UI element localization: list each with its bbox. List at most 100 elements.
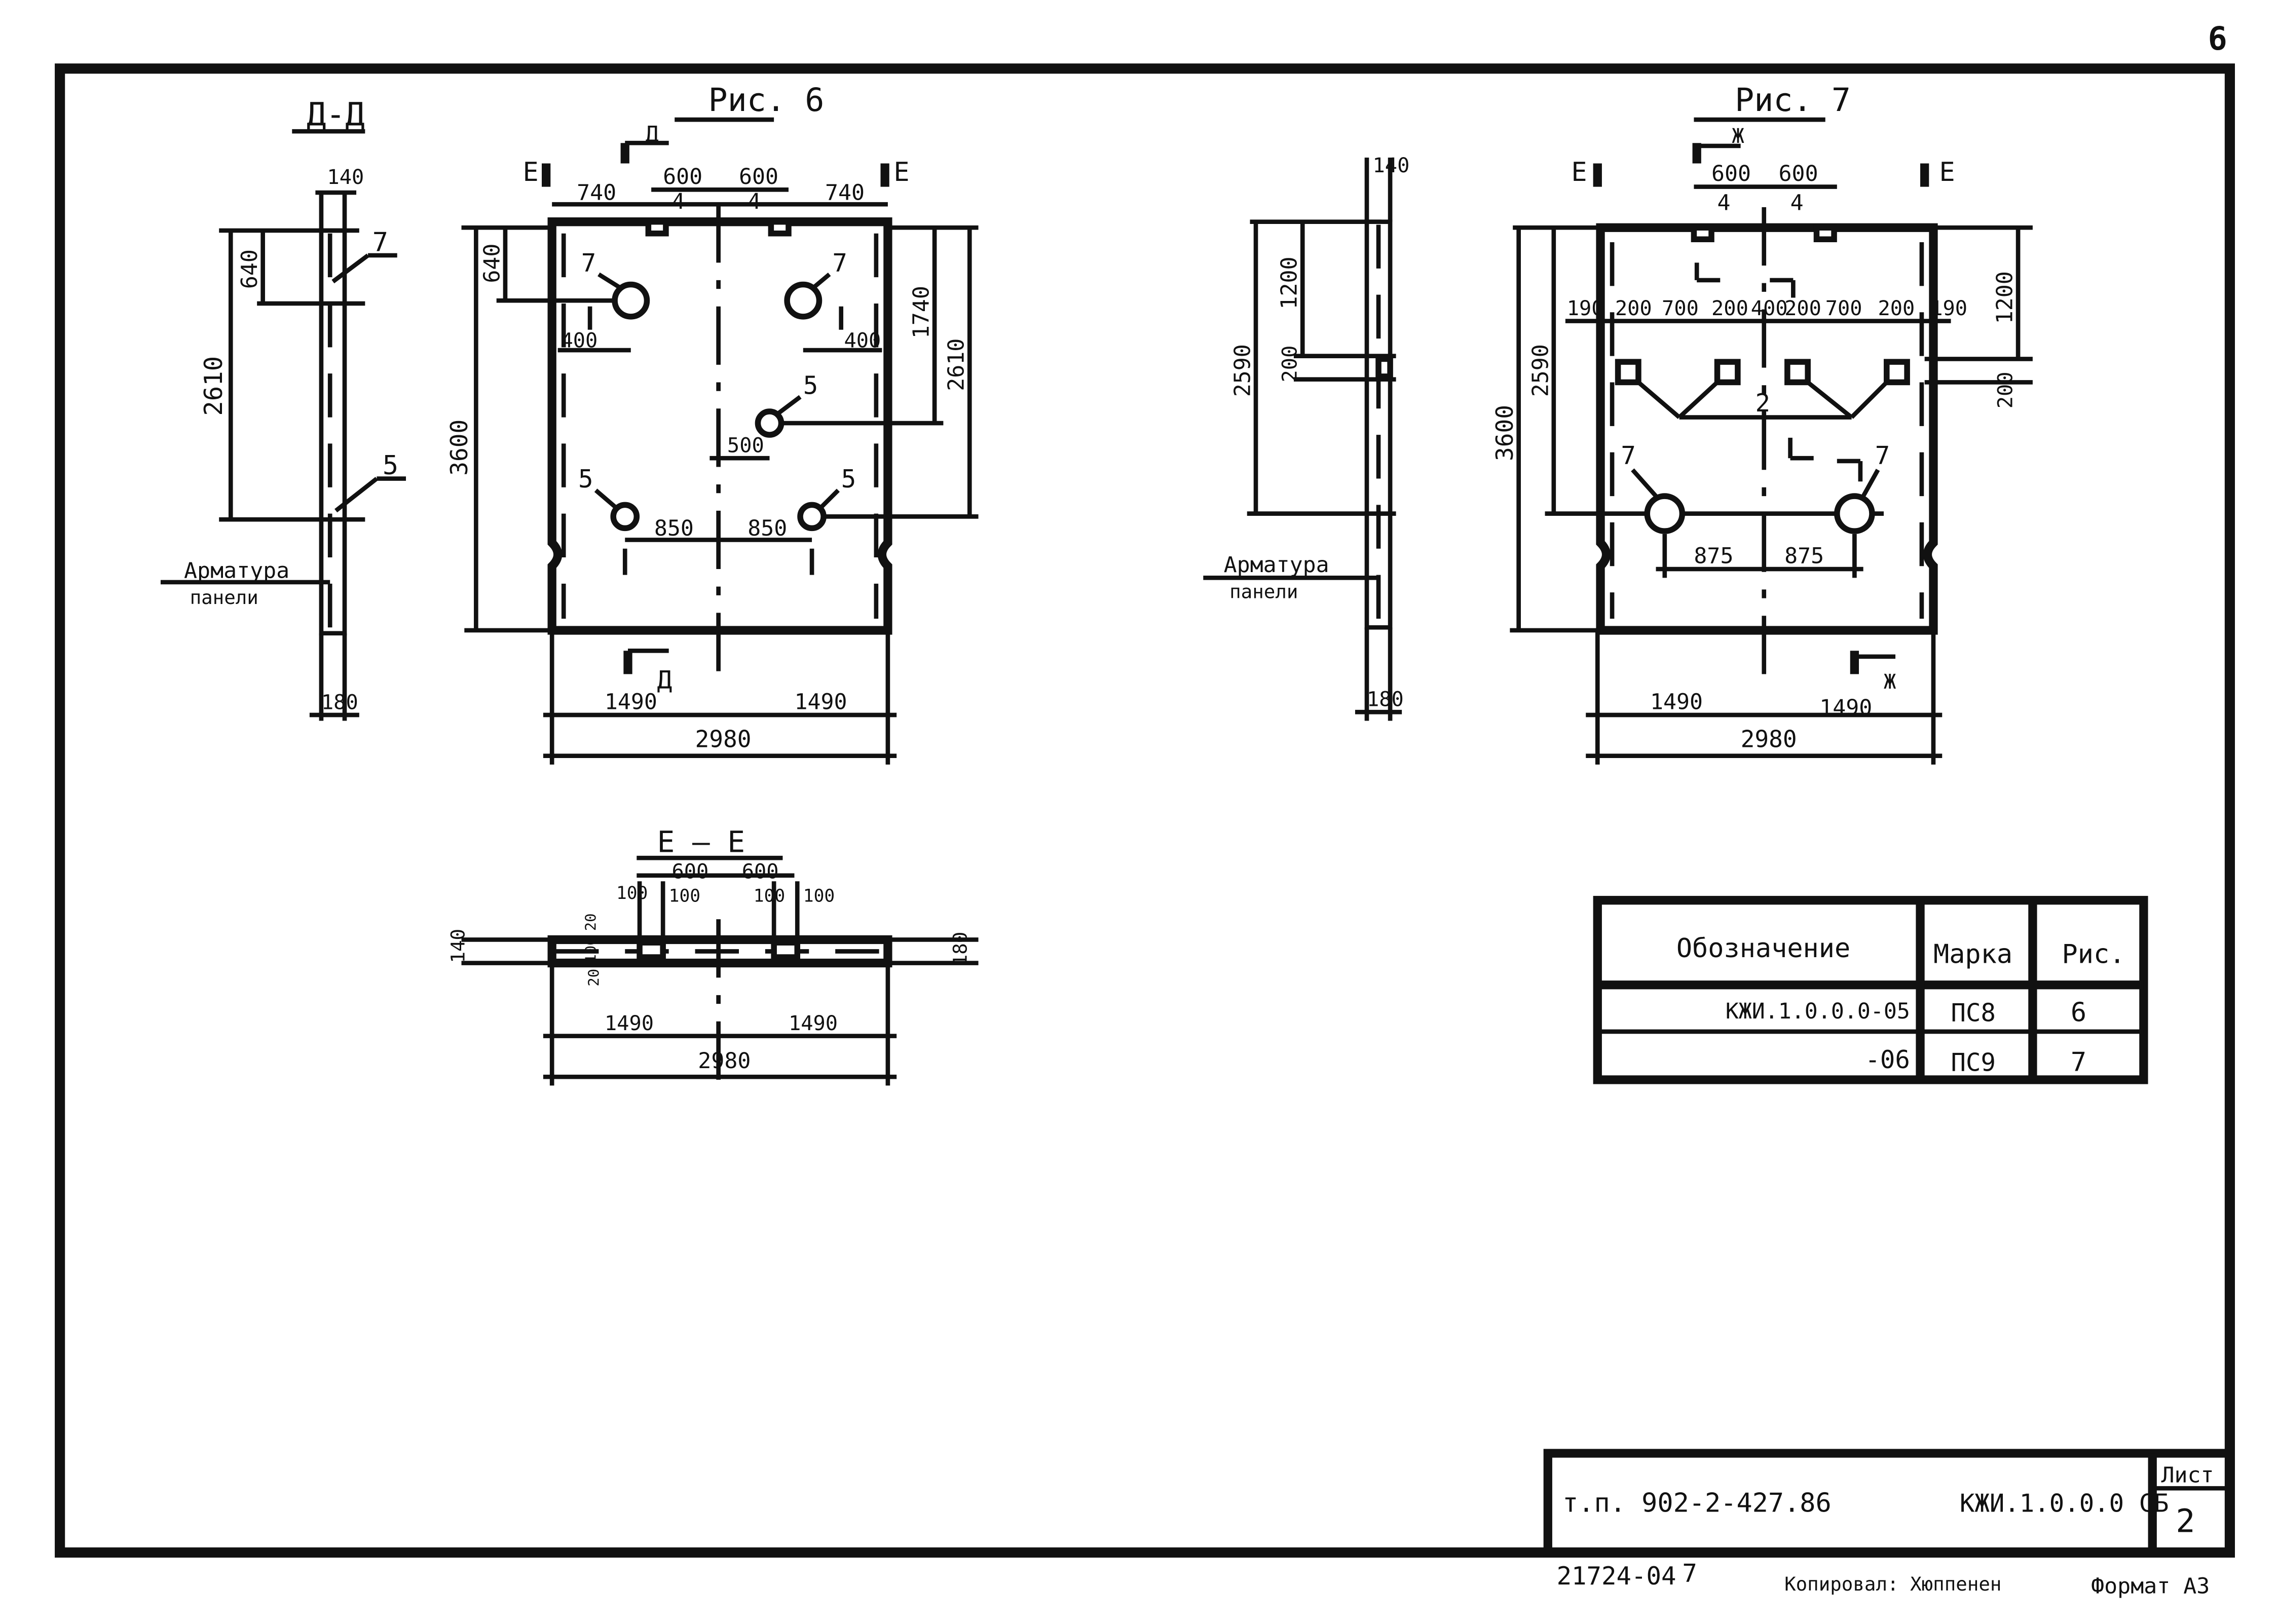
fig7-dim-600-left: 600 [1711,161,1751,186]
sheet-number: 6 [2208,20,2227,57]
ee-dim-100-c: 100 [754,886,785,907]
figure-6: Рис. 6 Е Д Е 740 600 600 740 4 4 640 [445,81,979,765]
fig6-mark-d-bottom: Д [657,666,672,695]
zz-note-line1: Арматура [1224,552,1329,578]
footer-inventory: 21724-04 [1557,1562,1676,1591]
fig6-hole-5-left [610,502,640,532]
fig7-title: Рис. 7 [1735,81,1851,119]
ee-dim-20-bottom: 20 [585,969,602,987]
fig7-dim-700-right: 700 [1825,296,1862,320]
fig7-dim-1490-right: 1490 [1819,695,1872,721]
fig7-dim-3600: 3600 [1491,405,1518,461]
fig7-embed-4 [1884,359,1910,386]
fig7-embed-3 [1784,359,1811,386]
fig6-dim-850-left: 850 [654,516,694,541]
fig7-callout-4-left: 4 [1717,191,1731,216]
footer-format: Формат А3 [2091,1574,2210,1599]
section-ee: Е — Е 600 600 100 100 100 100 140 100 20… [446,825,979,1086]
ee-dim-100-a: 100 [616,883,648,903]
title-project: т.п. 902-2-427.86 [1562,1488,1832,1518]
section-dd: Д-Д 140 640 2610 7 5 Арматура панели 180 [160,96,406,721]
fig7-slot-left [1691,224,1714,243]
fig7-dim-200-4: 200 [1878,296,1915,320]
dd-note-line2: панели [190,586,258,609]
fig7-callout-7-right: 7 [1875,441,1890,470]
dd-callout-5: 5 [383,450,398,481]
fig7-mark-e-right: Е [1939,157,1955,187]
fig7-hole-7-left [1644,493,1686,534]
zz-note-line2: панели [1229,581,1298,603]
ee-dim-1490-left: 1490 [605,1011,654,1035]
fig6-dim-740-right: 740 [825,180,865,206]
fig7-embed-2 [1714,359,1741,386]
fig6-slot-left [645,218,669,237]
spec-row2-mark: ПС9 [1951,1048,1996,1077]
footer-copied: Копировал: Хюппенен [1784,1573,2001,1595]
fig7-slot-right [1813,224,1837,243]
fig6-dim-400-right: 400 [844,328,881,352]
fig7-dim-200-v: 200 [1994,371,2018,408]
fig7-dim-190-right: 190 [1930,296,1967,320]
ee-dim-1490-right: 1490 [789,1011,838,1035]
fig7-embed-1 [1615,359,1641,386]
spec-row1-designation: КЖИ.1.0.0.0-05 [1726,999,1910,1024]
ee-dim-20-top: 20 [582,914,600,931]
fig6-callout-4-right: 4 [748,189,761,214]
fig6-mark-e-left: Е [523,157,539,187]
footer-inventory-no: 7 [1682,1559,1697,1588]
fig7-hole-7-right [1834,493,1875,534]
dd-dim-2610: 2610 [199,356,228,416]
fig6-dim-2610: 2610 [944,338,969,391]
fig6-dim-1490-right: 1490 [794,690,847,715]
fig7-dim-1490-left: 1490 [1650,690,1703,715]
fig7-callout-4-right: 4 [1790,191,1804,216]
fig6-dim-2980: 2980 [695,725,752,752]
fig7-dim-875-right: 875 [1784,544,1824,569]
fig6-dim-400-left: 400 [561,328,597,352]
fig6-title: Рис. 6 [708,81,824,119]
fig7-dim-200-1: 200 [1615,296,1652,320]
ee-dim-100-d: 100 [803,886,835,907]
spec-row2-fig: 7 [2071,1047,2086,1078]
ee-dim-600-right: 600 [742,860,779,884]
fig6-dim-1490-left: 1490 [605,690,657,715]
fig7-dim-600-right: 600 [1779,161,1818,186]
fig6-dim-640: 640 [479,244,505,283]
drawing-frame [55,63,2235,1558]
spec-row1-fig: 6 [2071,998,2086,1028]
title-sheet-label: Лист [2161,1463,2214,1488]
dd-note-line1: Арматура [184,558,289,583]
fig7-callout-2: 2 [1755,389,1770,418]
spec-header-designation: Обозначение [1676,933,1850,964]
fig6-hole-5-center [755,408,785,438]
fig6-dim-850-right: 850 [748,516,787,541]
fig6-callout-5-left: 5 [578,465,593,494]
fig7-dim-2980: 2980 [1741,725,1797,752]
section-zz: 140 1200 200 2590 Арматура панели 180 [1203,154,1409,721]
fig7-mark-e-left: Е [1571,157,1587,187]
fig6-mark-e-right: Е [893,157,909,187]
spec-header-fig: Рис. [2062,939,2125,970]
fig7-dim-190-left: 190 [1567,296,1604,320]
fig6-dim-600-left: 600 [663,164,702,190]
fig7-dim-200-3: 200 [1784,296,1821,320]
dd-callout-7: 7 [372,227,388,257]
fig6-dim-600-right: 600 [739,164,778,190]
fig7-callout-7-left: 7 [1621,441,1635,470]
dd-dim-180: 180 [321,690,358,714]
zz-dim-200: 200 [1278,346,1302,383]
fig6-hole-7-right [784,281,823,320]
spec-header-mark: Марка [1933,939,2012,970]
spec-row1-mark: ПС8 [1951,999,1996,1028]
section-dd-title: Д-Д [307,96,364,133]
fig6-callout-5-right: 5 [841,465,856,494]
fig6-hole-7-left [612,281,650,320]
fig7-dim-875-left: 875 [1694,544,1733,569]
fig6-hole-5-right [797,502,827,532]
fig6-dim-1740: 1740 [909,286,935,338]
fig7-dim-2590: 2590 [1528,344,1553,397]
fig6-callout-5-center: 5 [803,371,818,400]
fig7-dim-400: 400 [1751,296,1788,320]
fig7-dim-200-2: 200 [1711,296,1748,320]
